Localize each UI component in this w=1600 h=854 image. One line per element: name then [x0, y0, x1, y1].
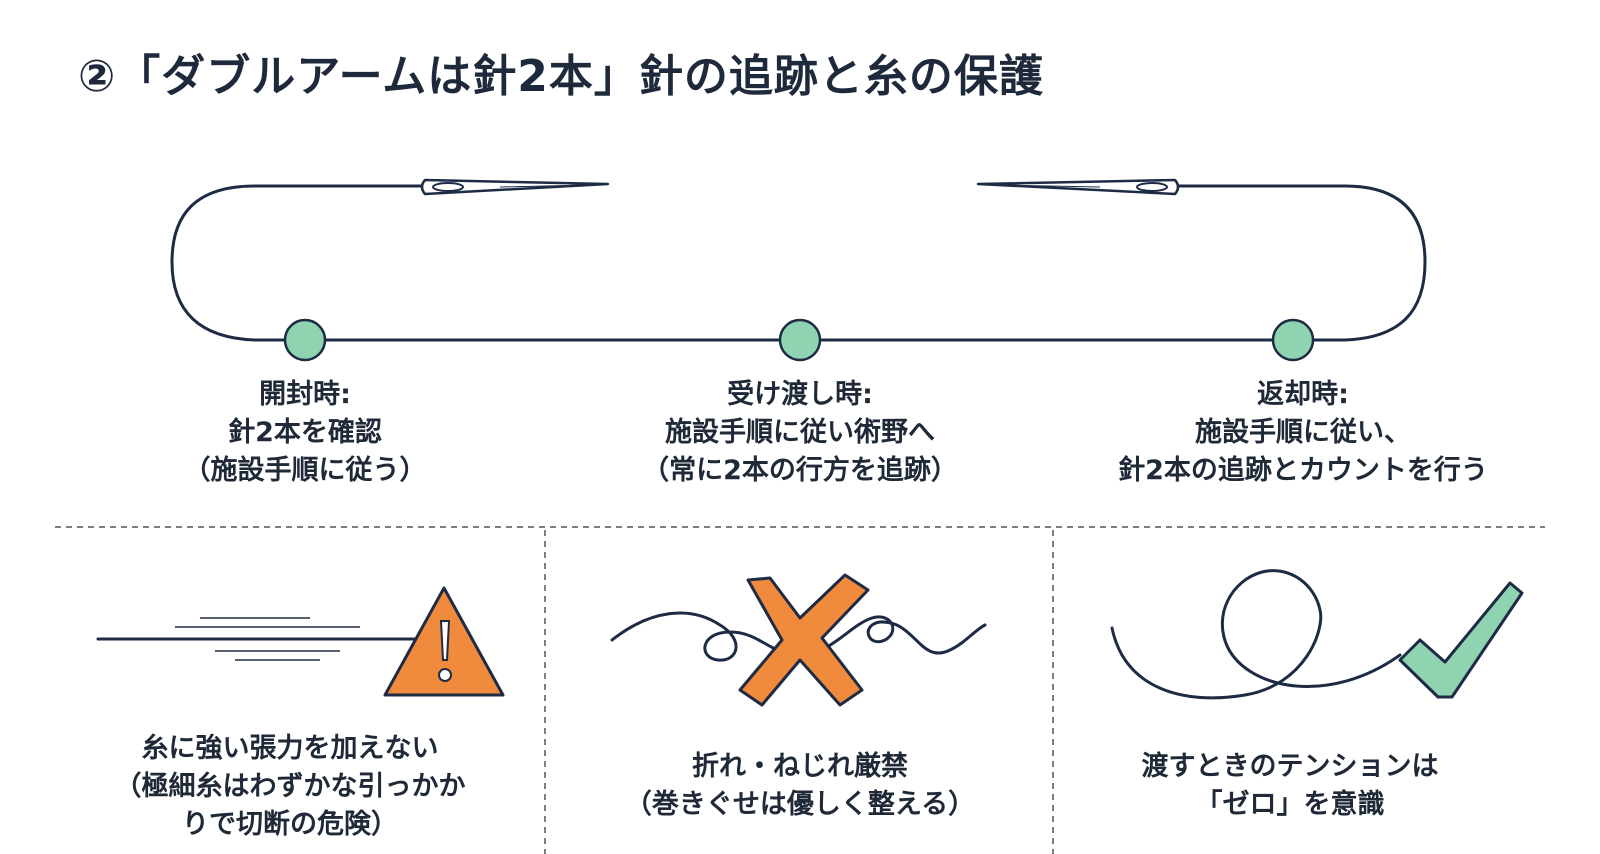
- tip-label-twist: 折れ・ねじれ厳禁 （巻きぐせは優しく整える）: [624, 751, 976, 820]
- right-needle-icon: [976, 178, 1180, 196]
- left-needle-icon: [420, 178, 610, 196]
- step-node-handover: [778, 318, 822, 362]
- check-mark-icon: [1398, 581, 1524, 699]
- tip-label-tension: 糸に強い張力を加えない （極細糸はわずかな引っかか りで切断の危険）: [114, 733, 466, 840]
- cross-mark-icon: [738, 573, 870, 707]
- tension-thread-icon: [96, 617, 422, 661]
- page-title: ②「ダブルアームは針2本」針の追跡と糸の保護: [78, 51, 1044, 102]
- step-node-return: [1271, 318, 1315, 362]
- step-label-return: 返却時: 施設手順に従い、 針2本の追跡とカウントを行う: [1118, 379, 1488, 486]
- step-label-opening: 開封時: 針2本を確認 （施設手順に従う）: [183, 379, 427, 486]
- relaxed-thread-icon: [1110, 569, 1402, 700]
- tip-label-zero-tension: 渡すときのテンションは 「ゼロ」を意識: [1141, 751, 1439, 820]
- suture-thread: [170, 184, 1427, 342]
- step-label-handover: 受け渡し時: 施設手順に従い術野へ （常に2本の行方を追跡）: [642, 379, 958, 486]
- warning-triangle-icon: [383, 586, 505, 697]
- step-node-opening: [283, 318, 327, 362]
